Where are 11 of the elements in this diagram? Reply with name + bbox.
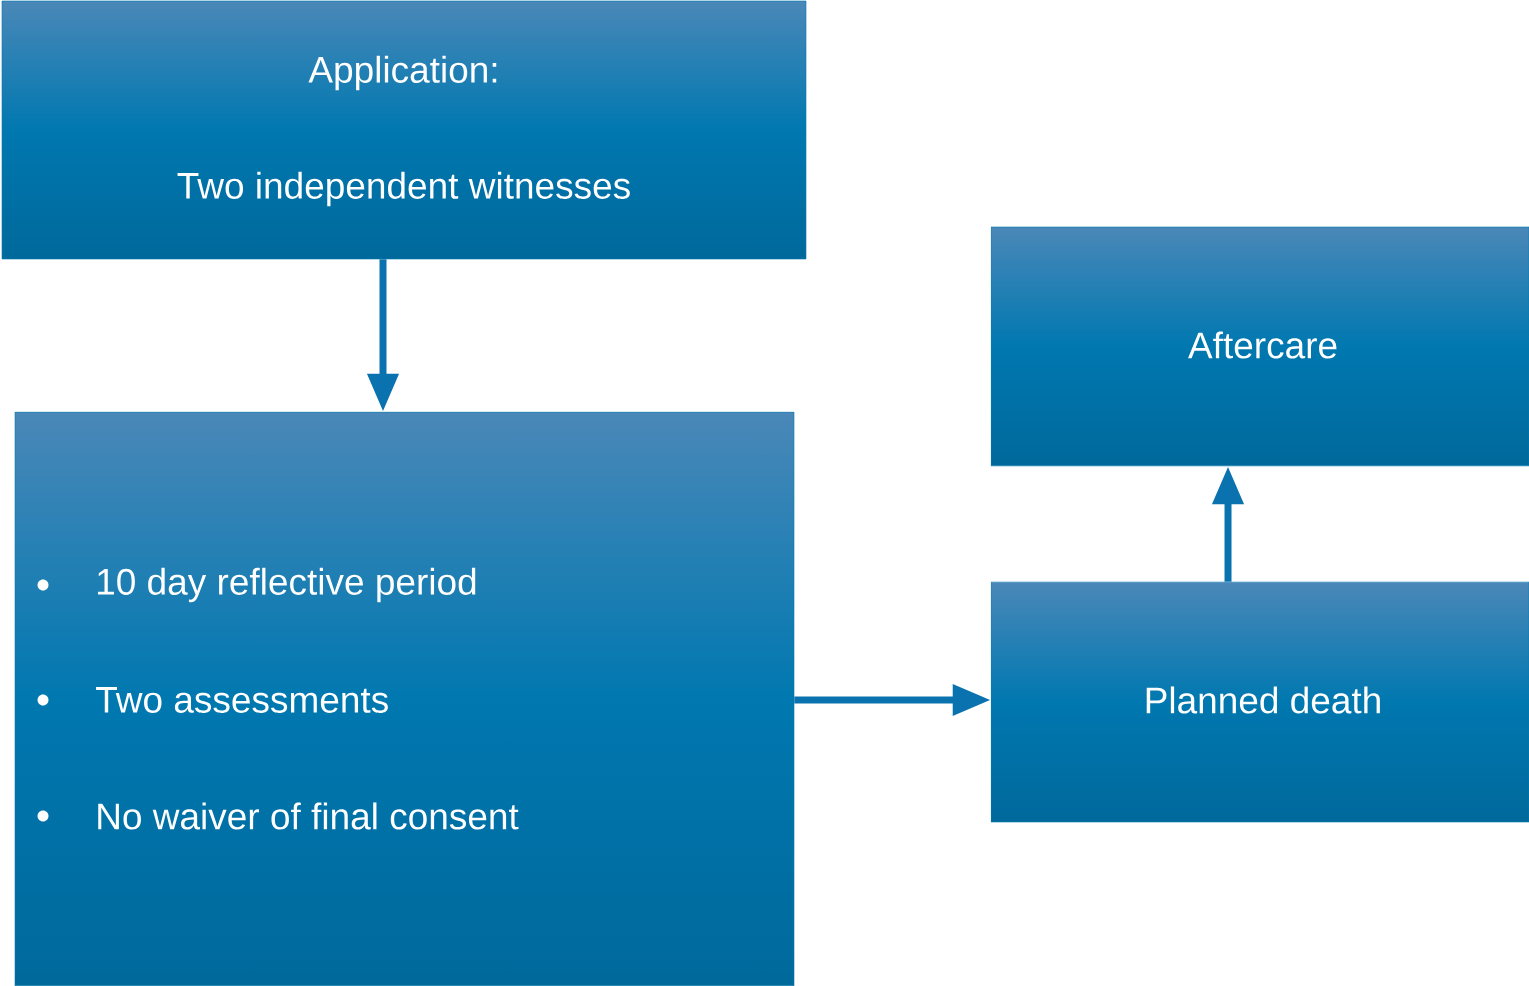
- box-text: Application:: [308, 55, 497, 91]
- box-text: Planned death: [1146, 686, 1380, 714]
- process-box: [14, 411, 795, 986]
- process-box: [990, 226, 1529, 467]
- bullet-text: 10 day reflective period: [98, 567, 476, 603]
- box-text: Two independent witnesses: [177, 171, 630, 207]
- process-box: [990, 581, 1529, 823]
- bullet-text: Two assessments: [96, 687, 388, 713]
- process-box: [1, 0, 807, 260]
- box-text: Aftercare: [1188, 331, 1337, 359]
- bullet-text: No waiver of final consent: [98, 802, 519, 830]
